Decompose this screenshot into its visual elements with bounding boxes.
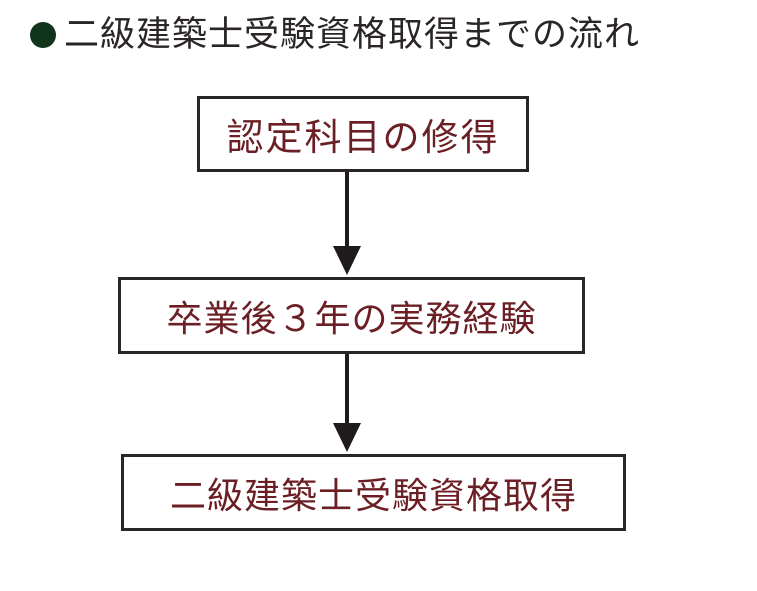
flow-step-1-box: 認定科目の修得 (197, 96, 529, 172)
title-text: 二級建築士受験資格取得までの流れ (64, 14, 641, 55)
flow-step-3-label: 二級建築士受験資格取得 (169, 475, 577, 517)
down-arrow-icon (327, 172, 367, 277)
flow-step-2-label: 卒業後３年の実務経験 (166, 298, 537, 340)
down-arrow-icon (327, 354, 367, 454)
diagram-title: 二級建築士受験資格取得までの流れ (30, 10, 640, 60)
flow-step-2-box: 卒業後３年の実務経験 (118, 277, 585, 354)
filled-circle-icon (30, 22, 56, 48)
flow-step-1-label: 認定科目の修得 (226, 116, 500, 159)
flow-step-3-box: 二級建築士受験資格取得 (121, 454, 626, 531)
